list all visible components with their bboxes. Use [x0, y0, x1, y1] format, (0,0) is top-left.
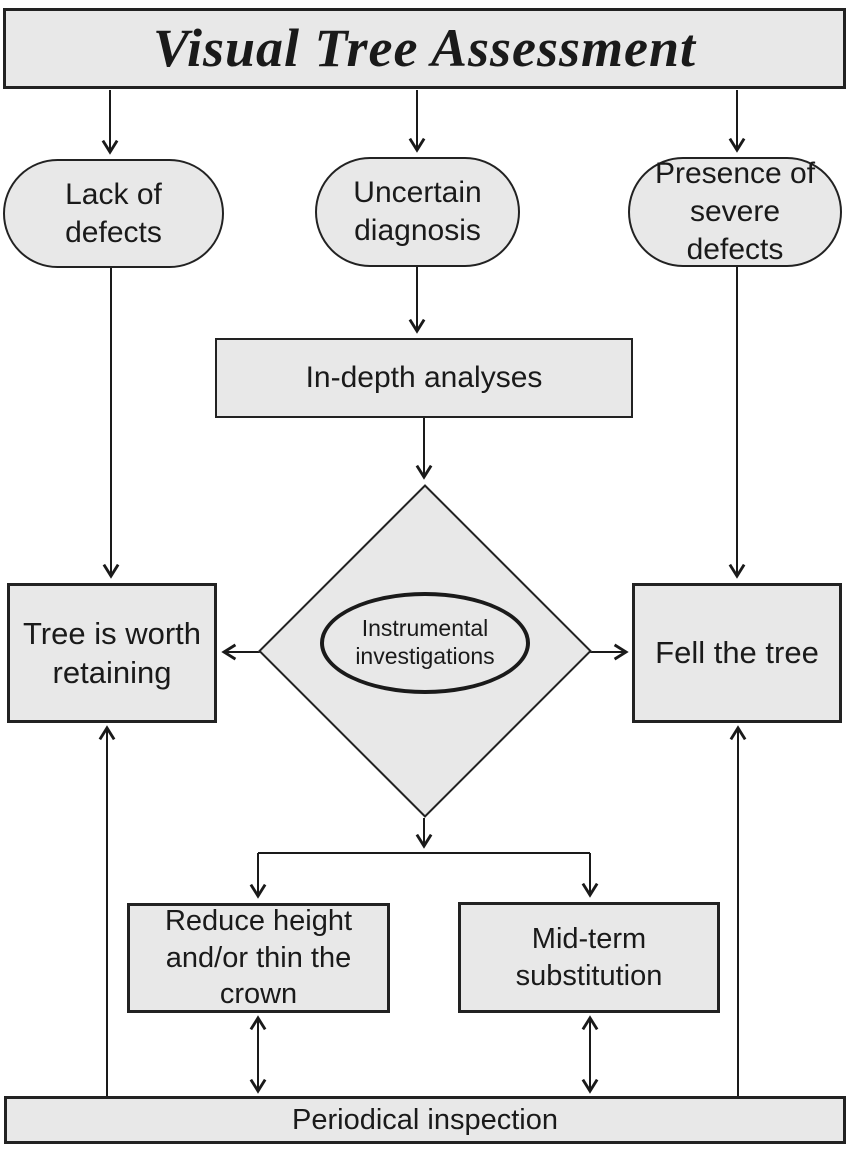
node-lack-of-defects-label: Lack of defects: [65, 177, 162, 249]
node-periodical-inspection-label: Periodical inspection: [292, 1103, 558, 1136]
node-presence-severe-defects: Presence of severe defects: [628, 157, 842, 267]
node-in-depth-analyses: In-depth analyses: [215, 338, 633, 418]
title-label: Visual Tree Assessment: [152, 18, 697, 79]
node-fell-the-tree-label: Fell the tree: [655, 635, 819, 671]
title-visual-tree-assessment: Visual Tree Assessment: [3, 8, 846, 89]
node-lack-of-defects: Lack of defects: [3, 159, 224, 268]
node-reduce-height-label: Reduce height and/or thin the crown: [164, 905, 353, 1011]
node-fell-the-tree: Fell the tree: [632, 583, 842, 723]
node-uncertain-diagnosis: Uncertain diagnosis: [315, 157, 520, 267]
node-mid-term-substitution-label: Mid-term substitution: [515, 922, 663, 992]
node-uncertain-diagnosis-label: Uncertain diagnosis: [353, 176, 482, 247]
node-instrumental-investigations: Instrumental investigations: [320, 592, 530, 694]
node-tree-worth-retaining: Tree is worth retaining: [7, 583, 217, 723]
node-instrumental-investigations-label: Instrumental investigations: [355, 615, 495, 669]
node-mid-term-substitution: Mid-term substitution: [458, 902, 720, 1013]
node-periodical-inspection: Periodical inspection: [4, 1096, 846, 1144]
node-reduce-height: Reduce height and/or thin the crown: [127, 903, 390, 1013]
node-in-depth-analyses-label: In-depth analyses: [305, 361, 543, 395]
node-tree-worth-retaining-label: Tree is worth retaining: [22, 615, 201, 690]
node-presence-severe-defects-label: Presence of severe defects: [654, 157, 816, 266]
